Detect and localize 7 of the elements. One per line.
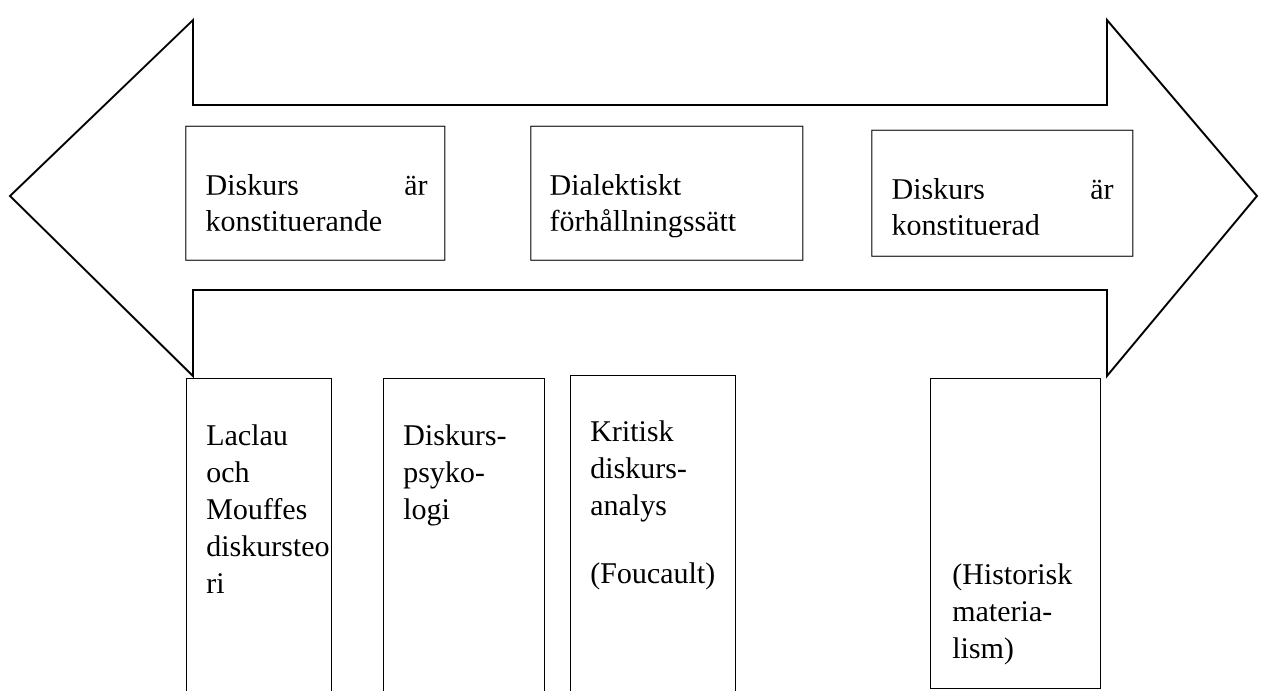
text-box: Diskurs är konstituerad <box>871 129 1134 257</box>
text-box: Kritisk diskurs- analys (Foucault) <box>570 375 736 691</box>
text-box: Laclau och Mouffes diskursteo ri <box>186 378 332 691</box>
text-box: Diskurs är konstituerande <box>185 125 446 261</box>
text-box: (Historisk materia- lism) <box>930 378 1101 689</box>
text-box: Diskurs- psyko- logi <box>383 378 545 691</box>
text-box: Dialektiskt förhållningssätt <box>530 125 804 261</box>
